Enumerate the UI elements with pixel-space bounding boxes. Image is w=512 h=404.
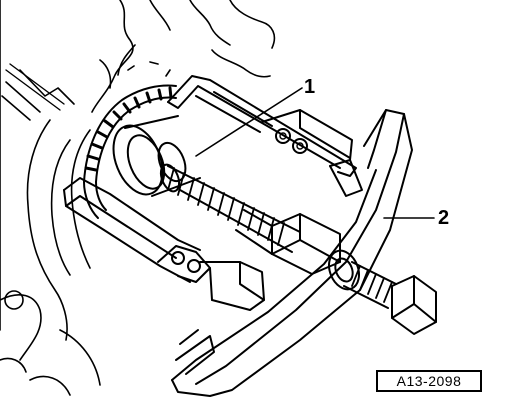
leader-lines bbox=[195, 87, 435, 219]
cable bbox=[5, 63, 65, 111]
callout-2-label: 2 bbox=[438, 207, 450, 229]
lower-arm bbox=[63, 177, 265, 311]
upper-arm bbox=[167, 75, 363, 197]
shaft-hub bbox=[112, 115, 201, 197]
engine-housing bbox=[0, 0, 276, 396]
callout-1-label: 1 bbox=[304, 76, 316, 98]
brace-bar bbox=[171, 109, 413, 397]
pressure-bolt bbox=[343, 261, 437, 335]
cross-bar bbox=[235, 209, 341, 275]
threaded-spindle bbox=[159, 163, 301, 253]
figure-code-label: A13-2098 bbox=[376, 370, 482, 392]
gear-ring bbox=[83, 84, 177, 219]
